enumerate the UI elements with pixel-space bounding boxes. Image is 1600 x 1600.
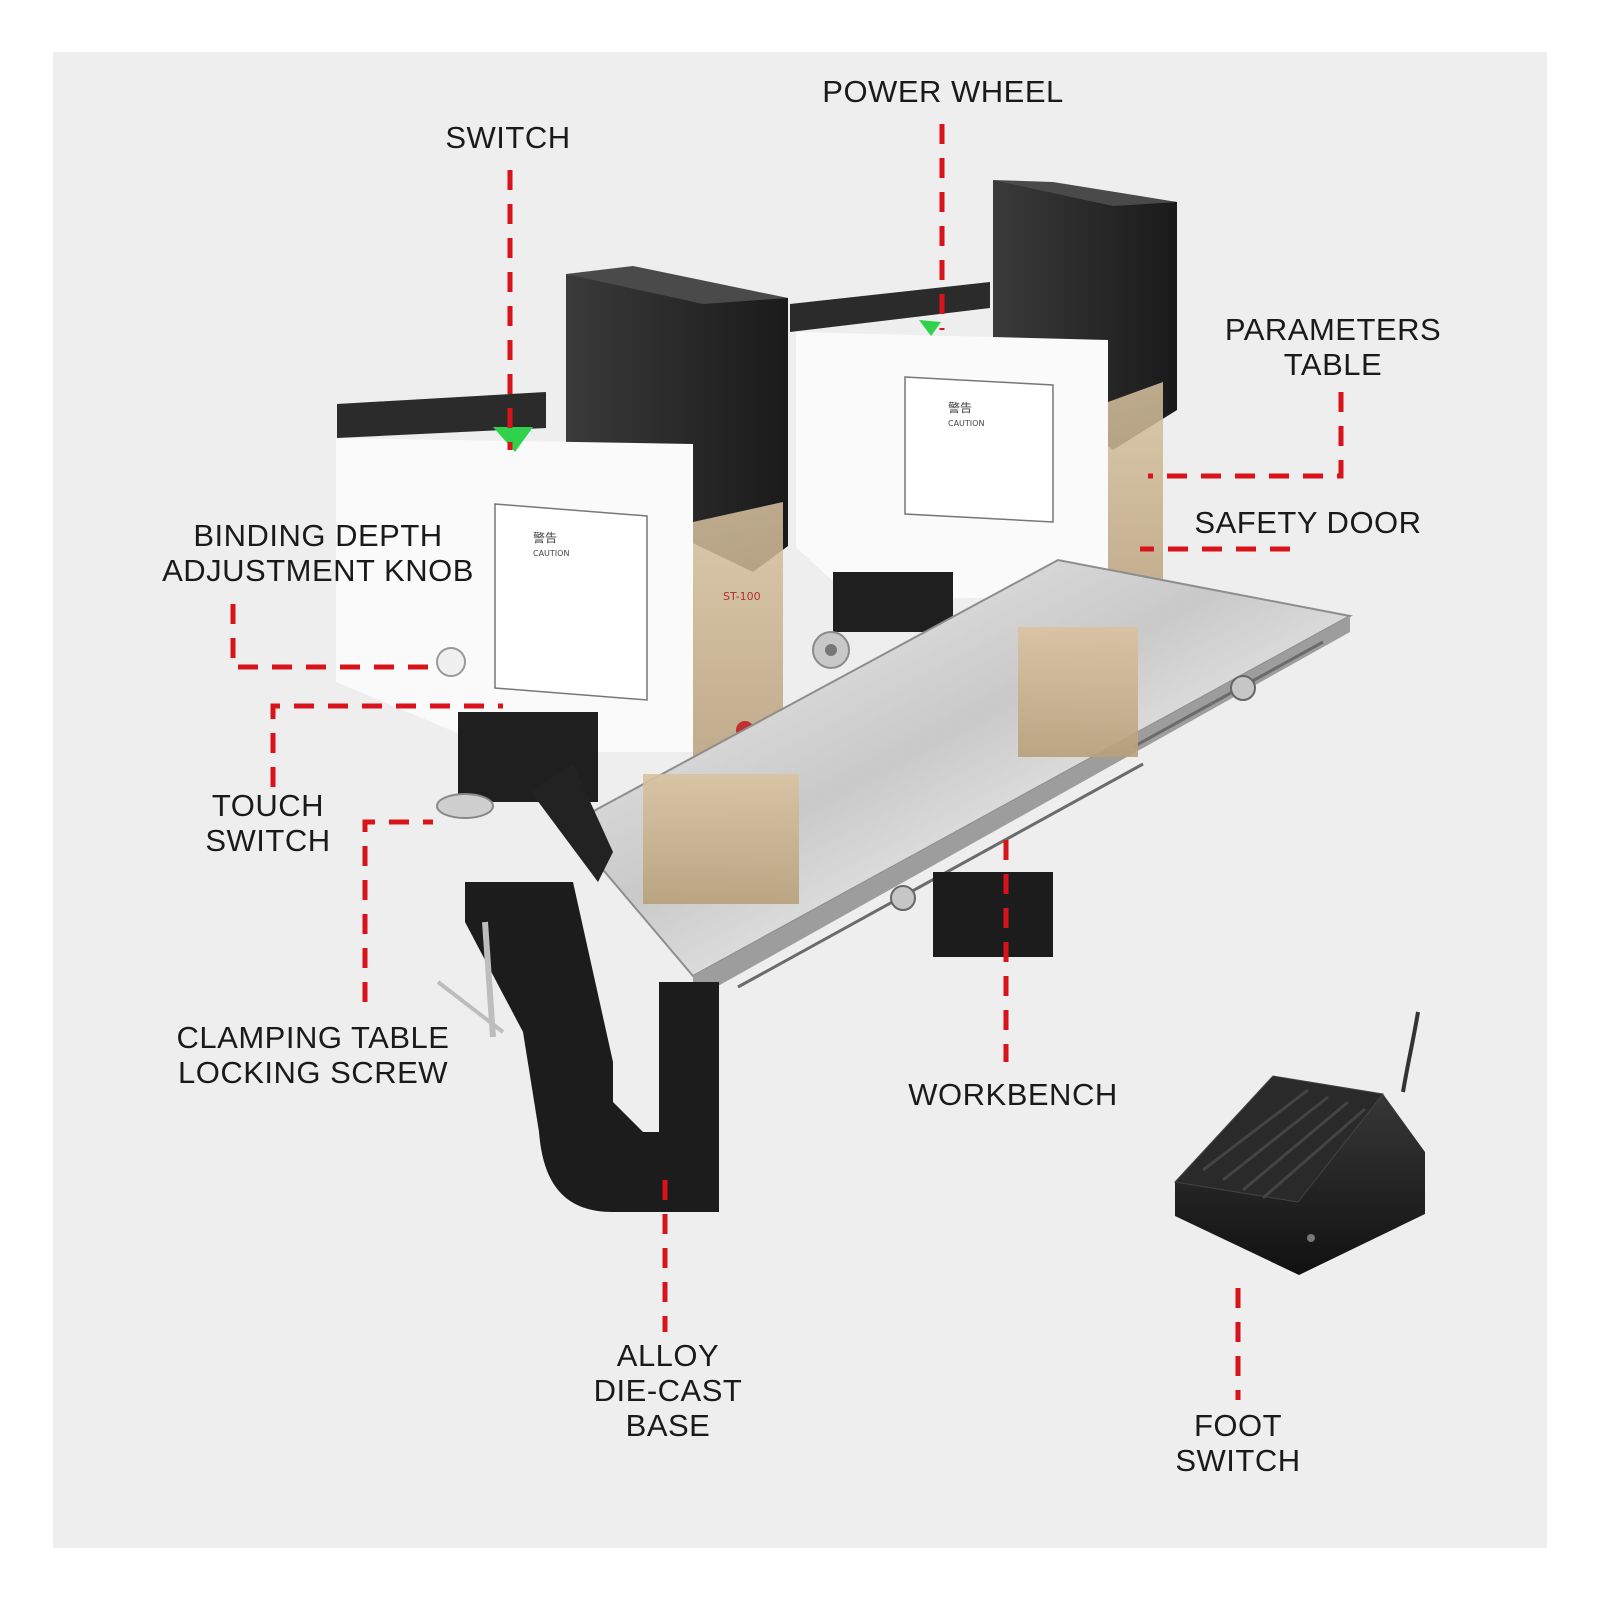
alloy-base (436, 764, 1053, 1212)
label-touch-switch: TOUCH SWITCH (205, 788, 331, 858)
label-foot-switch: FOOT SWITCH (1175, 1408, 1301, 1478)
diagram-canvas: 警告 CAUTION 警告 CAUTION ST-100 (53, 52, 1547, 1548)
label-binding-depth-knob: BINDING DEPTH ADJUSTMENT KNOB (162, 518, 474, 588)
label-switch: SWITCH (445, 120, 571, 155)
back-stapler-head: 警告 CAUTION (790, 180, 1177, 669)
depth-knob-icon (436, 647, 466, 677)
label-safety-door: SAFETY DOOR (1194, 505, 1422, 540)
foot-pedal (1174, 1011, 1425, 1275)
front-switch-icon (493, 427, 533, 452)
label-parameters-table: PARAMETERS TABLE (1224, 312, 1442, 382)
model-label: ST-100 (723, 590, 761, 603)
label-workbench: WORKBENCH (908, 1077, 1118, 1112)
label-power-wheel: POWER WHEEL (822, 74, 1064, 109)
front-caution-cn: 警告 (533, 530, 557, 545)
leader-lines (230, 124, 1344, 1400)
stapler-illustration: 警告 CAUTION 警告 CAUTION ST-100 (230, 124, 1425, 1400)
back-caution-en: CAUTION (948, 419, 984, 428)
leader-parameters-table (1148, 392, 1344, 479)
back-caution-cn: 警告 (948, 400, 972, 415)
back-switch-icon (919, 320, 941, 336)
workbench-plate (564, 558, 1353, 1000)
label-clamping-screw: CLAMPING TABLE LOCKING SCREW (176, 1020, 450, 1090)
label-alloy-base: ALLOY DIE-CAST BASE (593, 1338, 743, 1443)
leader-clamping-screw (362, 819, 433, 1002)
leader-touch-switch (270, 703, 503, 787)
front-caution-en: CAUTION (533, 549, 569, 558)
